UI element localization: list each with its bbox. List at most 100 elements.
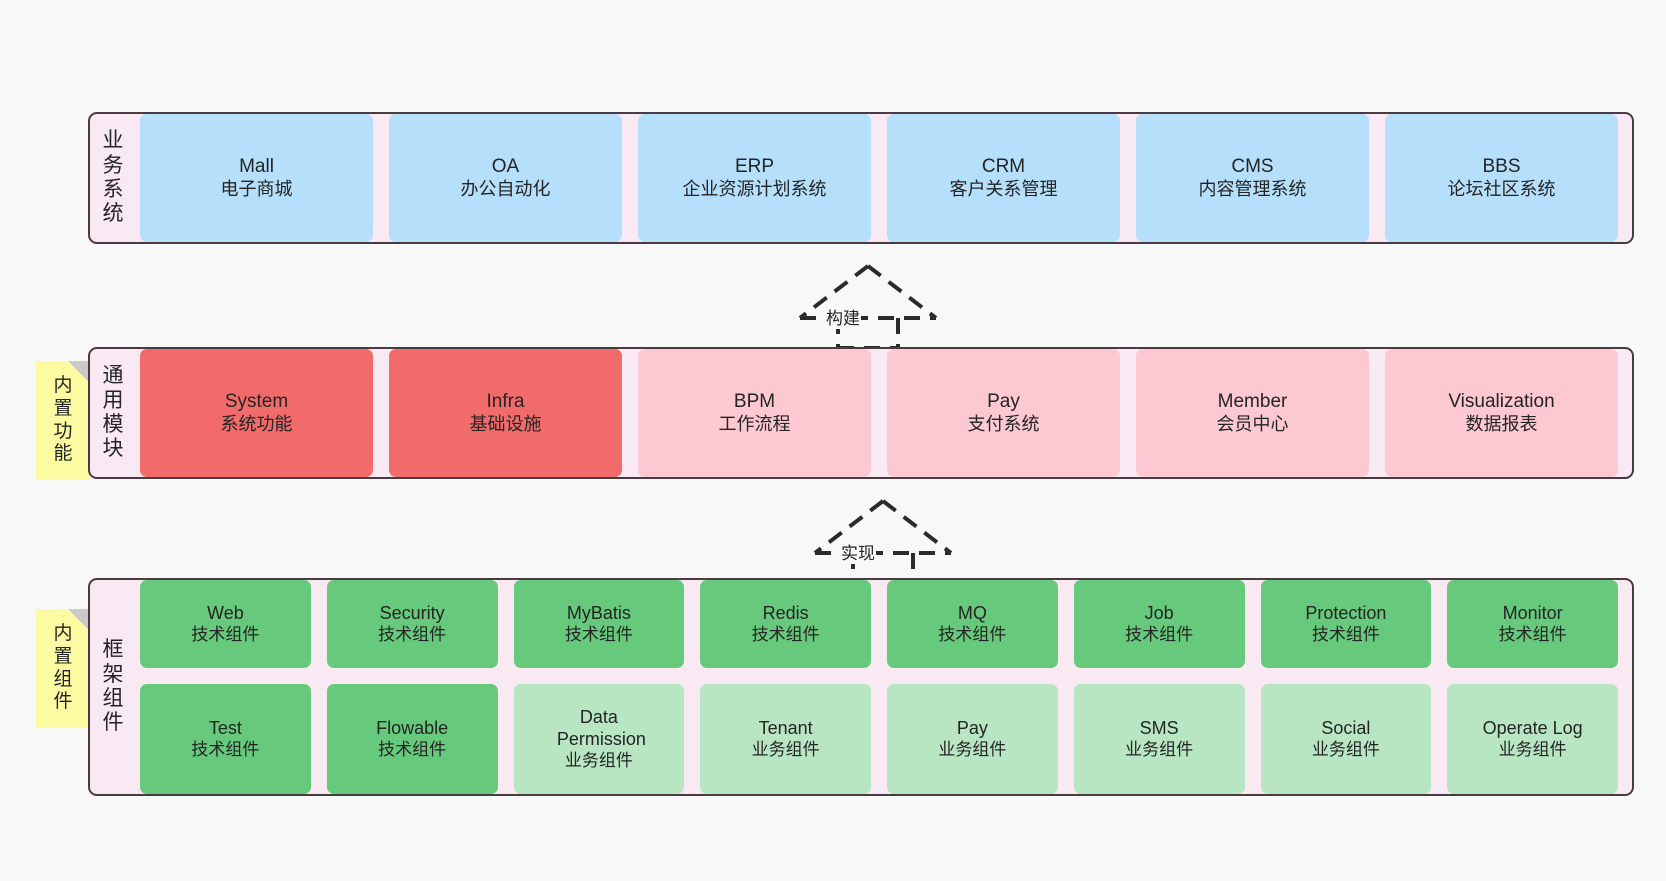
node-sms[interactable]: SMS 业务组件 [1073,684,1245,795]
node-redis[interactable]: Redis 技术组件 [700,580,871,669]
node-subtitle: 业务组件 [751,739,820,759]
node-flowable[interactable]: Flowable 技术组件 [326,684,498,795]
node-subtitle: 业务组件 [1311,739,1380,759]
layer-framework-label: 框 架 组 件 [90,580,136,794]
node-title: MQ [957,602,987,623]
layer-modules-row: System 系统功能 Infra 基础设施 BPM 工作流程 Pay 支付系统… [140,349,1618,477]
node-subtitle: 技术组件 [564,624,633,644]
node-subtitle: 论坛社区系统 [1447,178,1556,199]
arrow-build: 构建 [795,262,941,350]
node-title: Flowable [376,717,449,738]
node-member[interactable]: Member 会员中心 [1136,349,1369,477]
node-subtitle: 系统功能 [220,413,293,434]
node-protection[interactable]: Protection 技术组件 [1260,580,1432,669]
label-char: 业 [102,129,124,153]
node-pay-module[interactable]: Pay 支付系统 [887,349,1120,477]
node-title: Tenant [758,717,813,738]
node-subtitle: 工作流程 [718,413,791,434]
node-web[interactable]: Web 技术组件 [140,580,311,669]
node-infra[interactable]: Infra 基础设施 [389,349,622,477]
node-pay-component[interactable]: Pay 业务组件 [887,684,1058,795]
node-mall[interactable]: Mall 电子商城 [140,114,373,242]
node-title: Social [1321,717,1371,738]
node-title: Data Permission [556,706,646,749]
node-bbs[interactable]: BBS 论坛社区系统 [1385,114,1618,242]
node-title: Redis [762,602,809,623]
node-operate-log[interactable]: Operate Log 业务组件 [1447,684,1618,795]
node-title: SMS [1139,717,1179,738]
node-subtitle: 会员中心 [1216,413,1289,434]
label-char: 块 [102,437,124,461]
node-title: Protection [1305,602,1387,623]
node-subtitle: 基础设施 [469,413,542,434]
label-char: 用 [102,388,124,412]
node-tenant[interactable]: Tenant 业务组件 [700,684,871,795]
node-title: Web [207,602,244,623]
note-char: 置 [53,397,73,419]
node-subtitle: 业务组件 [1498,739,1567,759]
label-char: 模 [102,413,124,436]
note-char: 内 [53,622,73,644]
layer-modules-label: 通 用 模 块 [90,349,136,477]
node-subtitle: 技术组件 [191,624,260,644]
node-title: Job [1144,602,1174,623]
node-title: CRM [981,156,1026,178]
note-char: 组 [53,668,73,690]
node-title: Member [1217,391,1288,413]
node-subtitle: 技术组件 [378,624,447,644]
node-monitor[interactable]: Monitor 技术组件 [1447,580,1618,669]
node-visualization[interactable]: Visualization 数据报表 [1385,349,1618,477]
node-title: MyBatis [566,602,631,623]
node-subtitle: 企业资源计划系统 [682,178,827,199]
arrow-build-label: 构建 [825,304,861,329]
layer-business-row: Mall 电子商城 OA 办公自动化 ERP 企业资源计划系统 CRM 客户关系… [140,114,1618,242]
note-char: 功 [53,420,73,442]
arrow-implement: 实现 [810,497,956,585]
node-crm[interactable]: CRM 客户关系管理 [887,114,1120,242]
layer-framework-row-business: Test 技术组件 Flowable 技术组件 Data Permission … [140,684,1618,795]
node-test[interactable]: Test 技术组件 [140,684,311,795]
note-builtin-components: 内 置 组 件 [36,609,90,728]
node-subtitle: 技术组件 [1498,624,1567,644]
note-builtin-features: 内 置 功 能 [36,361,90,480]
layer-framework-row-tech: Web 技术组件 Security 技术组件 MyBatis 技术组件 Redi… [140,580,1618,669]
node-title: BPM [733,391,776,413]
node-title: Pay [956,717,988,738]
node-title: Test [208,717,242,738]
node-social[interactable]: Social 业务组件 [1260,684,1432,795]
node-title: Pay [987,391,1020,413]
node-subtitle: 内容管理系统 [1198,178,1307,199]
node-erp[interactable]: ERP 企业资源计划系统 [638,114,871,242]
node-mq[interactable]: MQ 技术组件 [887,580,1058,669]
node-title: Mall [239,156,274,178]
node-job[interactable]: Job 技术组件 [1073,580,1245,669]
layer-modules-body: System 系统功能 Infra 基础设施 BPM 工作流程 Pay 支付系统… [136,349,1632,477]
layer-business-body: Mall 电子商城 OA 办公自动化 ERP 企业资源计划系统 CRM 客户关系… [136,114,1632,242]
node-data-permission[interactable]: Data Permission 业务组件 [513,684,685,795]
note-fold-corner-icon [68,609,90,631]
node-bpm[interactable]: BPM 工作流程 [638,349,871,477]
node-subtitle: 技术组件 [751,624,820,644]
node-subtitle: 客户关系管理 [949,178,1058,199]
node-subtitle: 技术组件 [1311,624,1380,644]
label-char: 件 [102,711,124,735]
node-cms[interactable]: CMS 内容管理系统 [1136,114,1369,242]
note-char: 置 [53,645,73,667]
node-title: Monitor [1502,602,1563,623]
node-subtitle: 技术组件 [938,624,1007,644]
node-subtitle: 技术组件 [1125,624,1194,644]
node-subtitle: 支付系统 [967,413,1040,434]
node-subtitle: 业务组件 [564,750,633,770]
arrow-implement-label: 实现 [840,539,876,564]
node-title: Infra [486,391,525,413]
layer-business-label: 业 务 系 统 [90,114,136,242]
node-mybatis[interactable]: MyBatis 技术组件 [513,580,685,669]
node-oa[interactable]: OA 办公自动化 [389,114,622,242]
node-system[interactable]: System 系统功能 [140,349,373,477]
node-title: BBS [1482,156,1521,178]
node-security[interactable]: Security 技术组件 [326,580,498,669]
node-title: CMS [1231,156,1274,178]
node-title: System [224,391,289,413]
label-char: 务 [102,153,124,177]
